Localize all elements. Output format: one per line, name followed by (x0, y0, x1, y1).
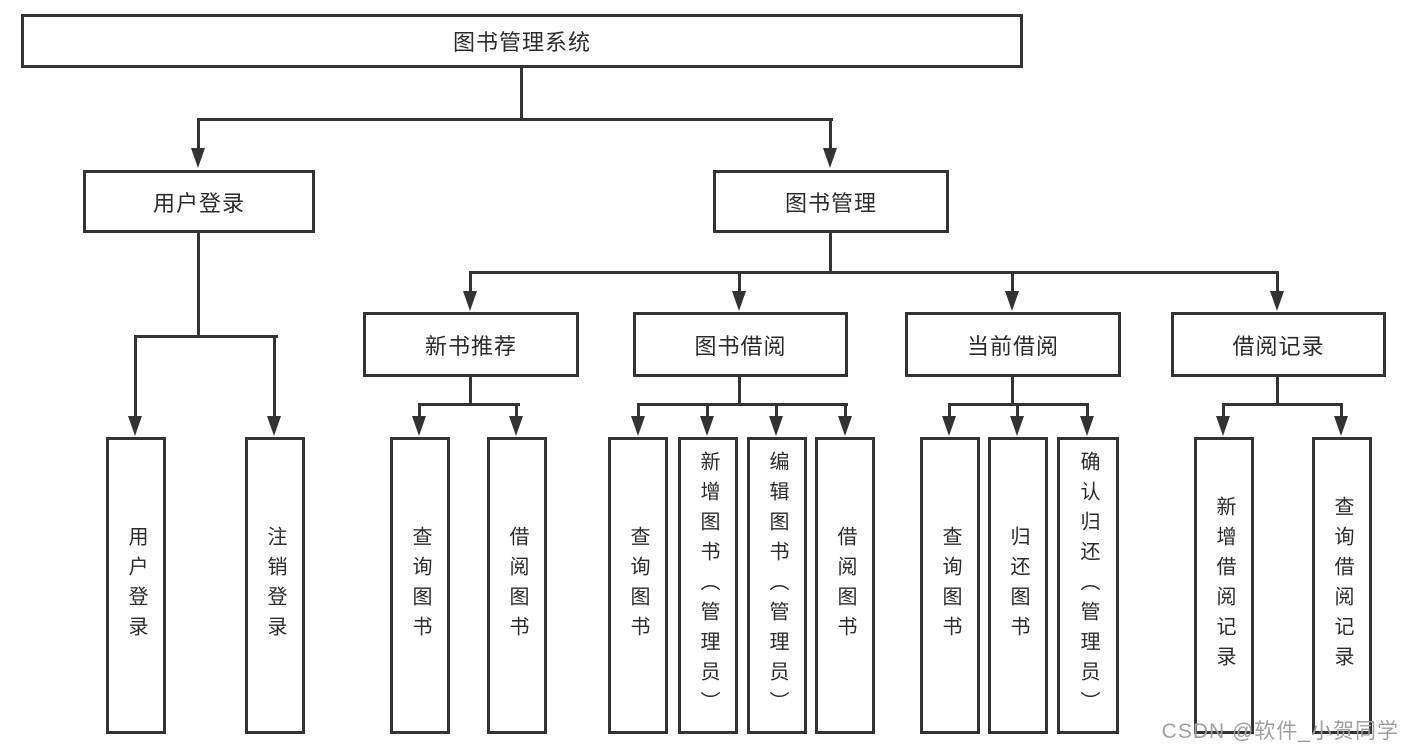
connector-arrow-user-login (191, 118, 205, 168)
connector-current-borrow-stem (1011, 375, 1014, 406)
connector-arrow-g4-return (1010, 403, 1024, 436)
leaf-add-borrow-record: 新增借阅记录 (1194, 437, 1254, 734)
leaf-query-books-recommend: 查询图书 (390, 437, 450, 734)
connector-arrow-new-book (463, 271, 477, 311)
connector-book-borrow-stem (738, 375, 741, 406)
node-new-book-recommend: 新书推荐 (363, 312, 579, 377)
connector-arrow-g2-borrow (509, 403, 523, 436)
leaf-borrow-books: 借阅图书 (815, 437, 875, 734)
connector-new-book-splitter (418, 403, 520, 406)
leaf-add-book-admin: 新增图书（管理员） (678, 437, 738, 734)
leaf-query-borrow-record: 查询借阅记录 (1312, 437, 1372, 734)
leaf-logout: 注销登录 (245, 437, 305, 734)
connector-arrow-g4-query (942, 403, 956, 436)
connector-arrow-g3-query (631, 403, 645, 436)
connector-arrow-book-management (823, 118, 837, 168)
node-borrow-records: 借阅记录 (1171, 312, 1386, 377)
leaf-edit-book-admin: 编辑图书（管理员） (747, 437, 807, 734)
node-book-borrow: 图书借阅 (633, 312, 848, 377)
leaf-return-book: 归还图书 (988, 437, 1048, 734)
connector-root-stem (520, 66, 523, 120)
node-current-borrow: 当前借阅 (905, 312, 1121, 377)
connector-arrow-book-borrow (732, 271, 746, 311)
connector-arrow-current-borrow (1005, 271, 1019, 311)
connector-arrow-g5-add (1216, 403, 1230, 436)
connector-arrow-g4-confirm (1080, 403, 1094, 436)
connector-arrow-g3-add (700, 403, 714, 436)
node-root: 图书管理系统 (21, 14, 1023, 68)
node-user-login: 用户登录 (83, 170, 315, 233)
connector-arrow-leaf-logout (267, 335, 281, 436)
csdn-watermark: CSDN @软件_小贺同学 (1161, 720, 1399, 743)
connector-level1-splitter (197, 118, 833, 121)
leaf-query-books-current: 查询图书 (920, 437, 980, 734)
connector-book-management-stem (829, 230, 832, 274)
connector-user-login-splitter (134, 335, 278, 338)
connector-arrow-borrow-records (1270, 271, 1284, 311)
connector-arrow-g3-edit (769, 403, 783, 436)
connector-borrow-records-stem (1276, 375, 1279, 406)
connector-arrow-g3-borrow (838, 403, 852, 436)
leaf-query-books-borrow: 查询图书 (608, 437, 668, 734)
connector-user-login-stem (197, 230, 200, 338)
leaf-borrow-books-recommend: 借阅图书 (487, 437, 547, 734)
connector-arrow-g5-query (1334, 403, 1348, 436)
connector-borrow-records-splitter (1222, 403, 1343, 406)
connector-new-book-stem (469, 375, 472, 406)
connector-arrow-leaf-user-login (128, 335, 142, 436)
connector-level3-splitter (469, 271, 1279, 274)
connector-arrow-g2-query (412, 403, 426, 436)
leaf-confirm-return-admin: 确认归还（管理员） (1057, 437, 1119, 734)
node-book-management: 图书管理 (713, 170, 949, 233)
connector-book-borrow-splitter (637, 403, 848, 406)
leaf-user-login: 用户登录 (106, 437, 166, 734)
